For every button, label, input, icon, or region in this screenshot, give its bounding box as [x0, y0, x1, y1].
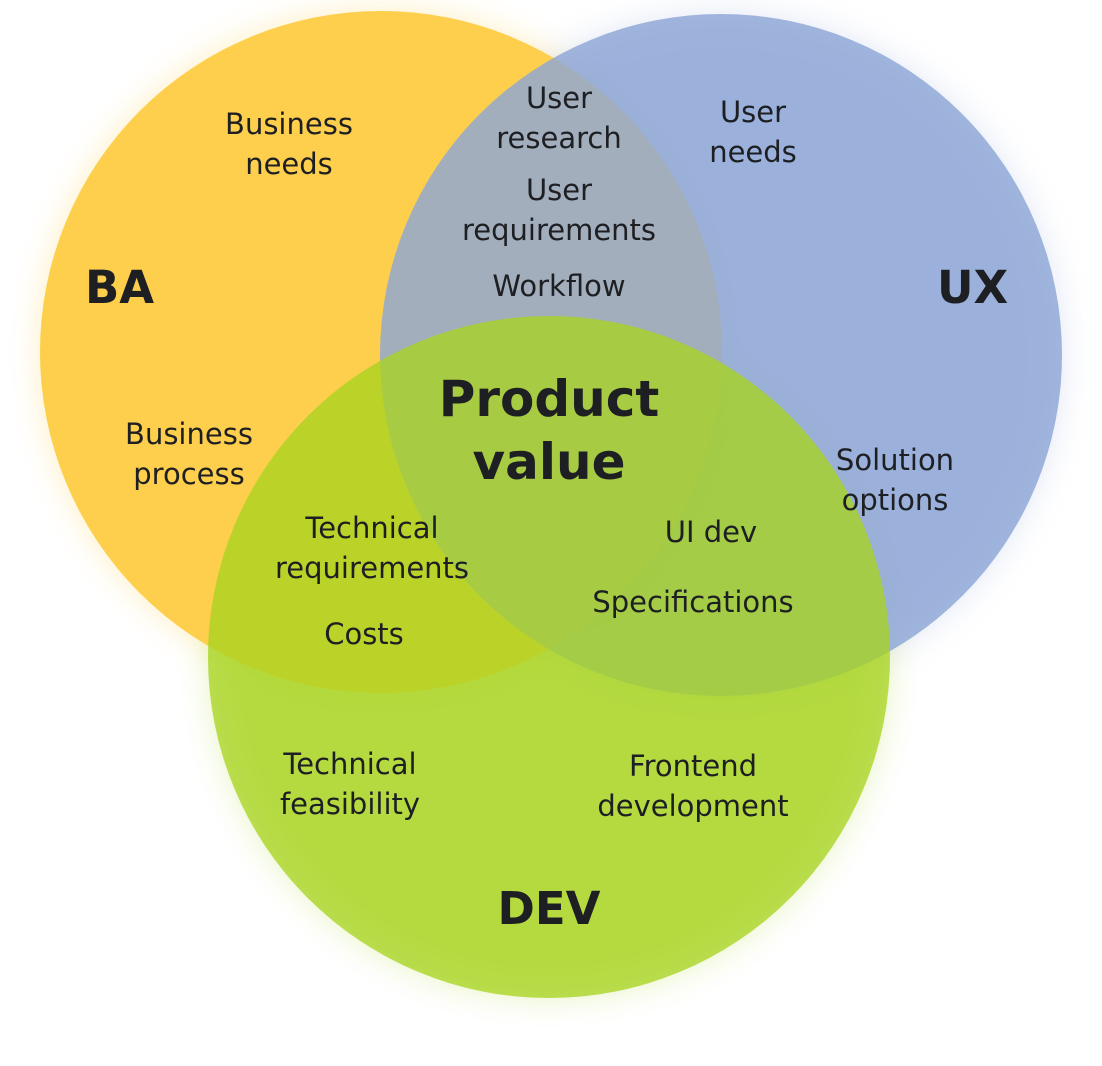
user-research-line-2: research: [496, 121, 621, 155]
user-needs-line-1: User: [720, 95, 786, 129]
technical-requirements-line-2: requirements: [275, 551, 469, 585]
frontend-development-line-1: Frontend: [629, 749, 757, 783]
ui-dev-label: UI dev: [665, 515, 757, 549]
workflow-label: Workflow: [492, 269, 625, 303]
user-research-line-1: User: [526, 81, 592, 115]
specifications-label: Specifications: [592, 585, 793, 619]
user-requirements-line-2: requirements: [462, 213, 656, 247]
dev-title: DEV: [498, 882, 601, 935]
center-label-line-2: value: [473, 433, 626, 491]
solution-options-line-1: Solution: [836, 443, 954, 477]
ux-title: UX: [937, 261, 1008, 314]
business-needs-line-1: Business: [225, 107, 353, 141]
solution-options-line-2: options: [842, 483, 949, 517]
technical-feasibility-line-1: Technical: [282, 747, 416, 781]
frontend-development-line-2: development: [597, 789, 788, 823]
user-requirements-line-1: User: [526, 173, 592, 207]
dev-circle: [208, 316, 890, 998]
business-process-line-1: Business: [125, 417, 253, 451]
center-label-line-1: Product: [439, 370, 660, 428]
ba-title: BA: [85, 261, 154, 314]
business-needs-line-2: needs: [245, 147, 333, 181]
user-needs-line-2: needs: [709, 135, 797, 169]
costs-label: Costs: [324, 617, 404, 651]
technical-requirements-line-1: Technical: [304, 511, 438, 545]
technical-feasibility-line-2: feasibility: [280, 787, 420, 821]
business-process-line-2: process: [133, 457, 244, 491]
